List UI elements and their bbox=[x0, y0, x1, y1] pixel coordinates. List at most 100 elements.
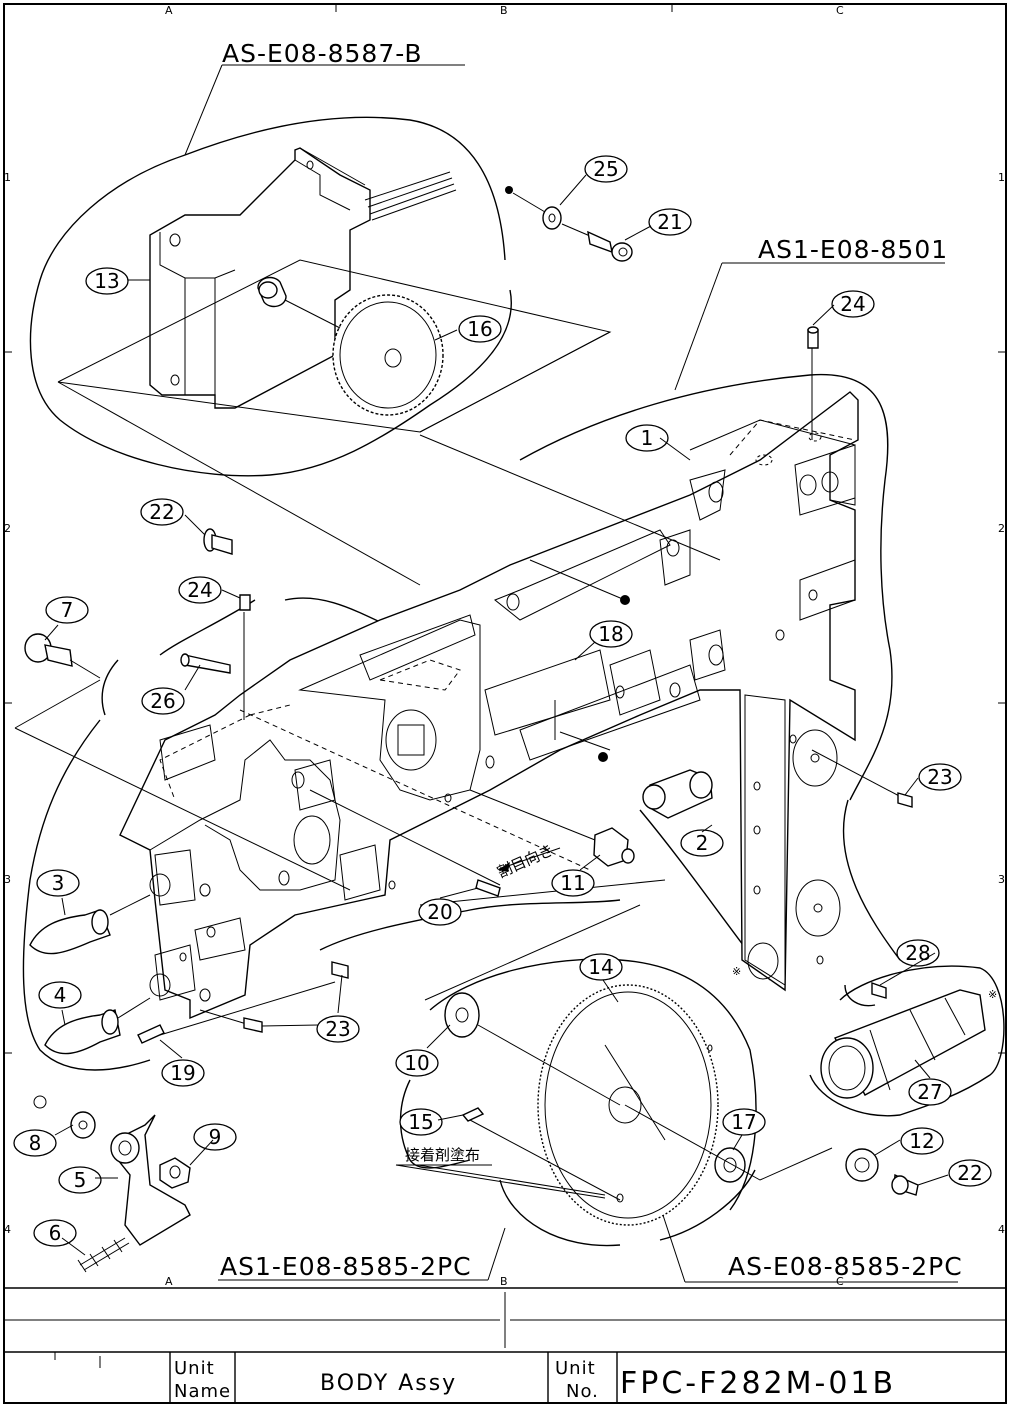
balloon-number: 12 bbox=[909, 1129, 934, 1153]
balloon-number: 7 bbox=[61, 598, 74, 622]
balloon-11: 11 bbox=[552, 870, 594, 896]
adhesive-note: 接着剤塗布 bbox=[405, 1146, 480, 1164]
grid-row-4-right: 4 bbox=[998, 1223, 1005, 1236]
balloon-number: 17 bbox=[731, 1110, 756, 1134]
balloon-25: 25 bbox=[585, 156, 627, 182]
balloon-3: 3 bbox=[37, 870, 79, 896]
balloon-4: 4 bbox=[39, 982, 81, 1008]
balloon-6: 6 bbox=[34, 1220, 76, 1246]
balloon-number: 20 bbox=[427, 900, 452, 924]
balloon-7: 7 bbox=[46, 597, 88, 623]
balloon-18: 18 bbox=[590, 621, 632, 647]
balloon-number: 15 bbox=[408, 1110, 433, 1134]
assembly-label-gear-1: AS1-E08-8585-2PC bbox=[220, 1252, 472, 1281]
screw-set-top bbox=[505, 186, 632, 261]
balloon-16: 16 bbox=[459, 316, 501, 342]
balloon-12: 12 bbox=[901, 1128, 943, 1154]
balloon-5: 5 bbox=[59, 1167, 101, 1193]
screw-22-top bbox=[204, 529, 232, 554]
balloon-14: 14 bbox=[580, 954, 622, 980]
balloon-number: 21 bbox=[657, 210, 682, 234]
balloon-number: 5 bbox=[74, 1168, 87, 1192]
balloon-number: 4 bbox=[54, 983, 67, 1007]
title-block: Unit Name BODY Assy Unit No. FPC-F282M-0… bbox=[4, 1288, 1006, 1403]
balloon-number: 3 bbox=[52, 871, 65, 895]
pin-26 bbox=[181, 654, 230, 673]
balloon-10: 10 bbox=[396, 1050, 438, 1076]
motor-assembly-group: AS-E08-8587-B bbox=[30, 39, 610, 476]
reference-mark-1: ※ bbox=[732, 965, 741, 978]
balloon-number: 6 bbox=[49, 1221, 62, 1245]
unit-no-value: FPC-F282M-01B bbox=[620, 1366, 896, 1401]
grid-row-2-right: 2 bbox=[998, 522, 1005, 535]
grid-col-a-top: A bbox=[165, 4, 173, 17]
assembly-label-gear-2: AS-E08-8585-2PC bbox=[728, 1252, 963, 1281]
grid-row-1-right: 1 bbox=[998, 171, 1005, 184]
balloon-number: 9 bbox=[209, 1125, 222, 1149]
balloon-20: 20 bbox=[419, 899, 461, 925]
balloon-9: 9 bbox=[194, 1124, 236, 1150]
grid-row-1-left: 1 bbox=[4, 171, 11, 184]
grid-col-b-bottom: B bbox=[500, 1275, 508, 1288]
grid-col-b-top: B bbox=[500, 4, 508, 17]
balloon-number: 25 bbox=[593, 157, 618, 181]
grid-row-4-left: 4 bbox=[4, 1223, 11, 1236]
balloon-number: 22 bbox=[957, 1161, 982, 1185]
balloon-17: 17 bbox=[723, 1109, 765, 1135]
unit-name-label-1: Unit bbox=[174, 1358, 215, 1379]
balloon-number: 14 bbox=[588, 955, 613, 979]
balloon-number: 24 bbox=[187, 578, 212, 602]
balloon-number: 28 bbox=[905, 941, 930, 965]
balloon-27: 27 bbox=[909, 1079, 951, 1105]
balloon-number: 22 bbox=[149, 500, 174, 524]
plunger-part bbox=[643, 770, 712, 818]
balloon-13: 13 bbox=[86, 268, 128, 294]
pin-20 bbox=[476, 880, 500, 896]
grid-col-c-top: C bbox=[836, 4, 844, 17]
balloon-number: 8 bbox=[29, 1131, 42, 1155]
shoulder-screw-7 bbox=[25, 634, 100, 678]
sleeve-27 bbox=[810, 966, 1004, 1116]
balloon-26: 26 bbox=[142, 688, 184, 714]
balloon-19: 19 bbox=[162, 1060, 204, 1086]
unit-no-label-2: No. bbox=[566, 1381, 599, 1402]
set-screw-24-left bbox=[240, 595, 250, 610]
balloon-22: 22 bbox=[141, 499, 183, 525]
balloon-number: 18 bbox=[598, 622, 623, 646]
balloon-21: 21 bbox=[649, 209, 691, 235]
balloon-24: 24 bbox=[832, 291, 874, 317]
balloon-number: 26 bbox=[150, 689, 175, 713]
balloon-28: 28 bbox=[897, 940, 939, 966]
grid-row-2-left: 2 bbox=[4, 522, 11, 535]
guide-pins bbox=[30, 895, 150, 1054]
balloon-number: 27 bbox=[917, 1080, 942, 1104]
balloon-15: 15 bbox=[400, 1109, 442, 1135]
grid-col-a-bottom: A bbox=[165, 1275, 173, 1288]
balloon-2: 2 bbox=[681, 830, 723, 856]
balloon-number: 13 bbox=[94, 269, 119, 293]
balloon-24: 24 bbox=[179, 577, 221, 603]
grid-row-3-right: 3 bbox=[998, 873, 1005, 886]
balloon-8: 8 bbox=[14, 1130, 56, 1156]
unit-name-label-2: Name bbox=[174, 1381, 231, 1402]
grid-row-3-left: 3 bbox=[4, 873, 11, 886]
balloon-number: 1 bbox=[641, 426, 654, 450]
split-direction-note: 割目向き bbox=[494, 841, 556, 882]
balloon-number: 23 bbox=[325, 1017, 350, 1041]
assembly-label-frame: AS1-E08-8501 bbox=[758, 235, 948, 264]
balloon-1: 1 bbox=[626, 425, 668, 451]
unit-name-value: BODY Assy bbox=[320, 1371, 457, 1396]
balloon-number: 16 bbox=[467, 317, 492, 341]
assembly-label-motor: AS-E08-8587-B bbox=[222, 39, 423, 68]
balloon-22: 22 bbox=[949, 1160, 991, 1186]
balloon-number: 2 bbox=[696, 831, 709, 855]
balloon-number: 11 bbox=[560, 871, 585, 895]
balloon-number: 10 bbox=[404, 1051, 429, 1075]
balloon-23: 23 bbox=[919, 764, 961, 790]
balloon-number: 19 bbox=[170, 1061, 195, 1085]
balloon-number: 23 bbox=[927, 765, 952, 789]
balloon-number: 24 bbox=[840, 292, 865, 316]
unit-no-label-1: Unit bbox=[555, 1358, 596, 1379]
reference-mark-2: ※ bbox=[988, 988, 997, 1001]
